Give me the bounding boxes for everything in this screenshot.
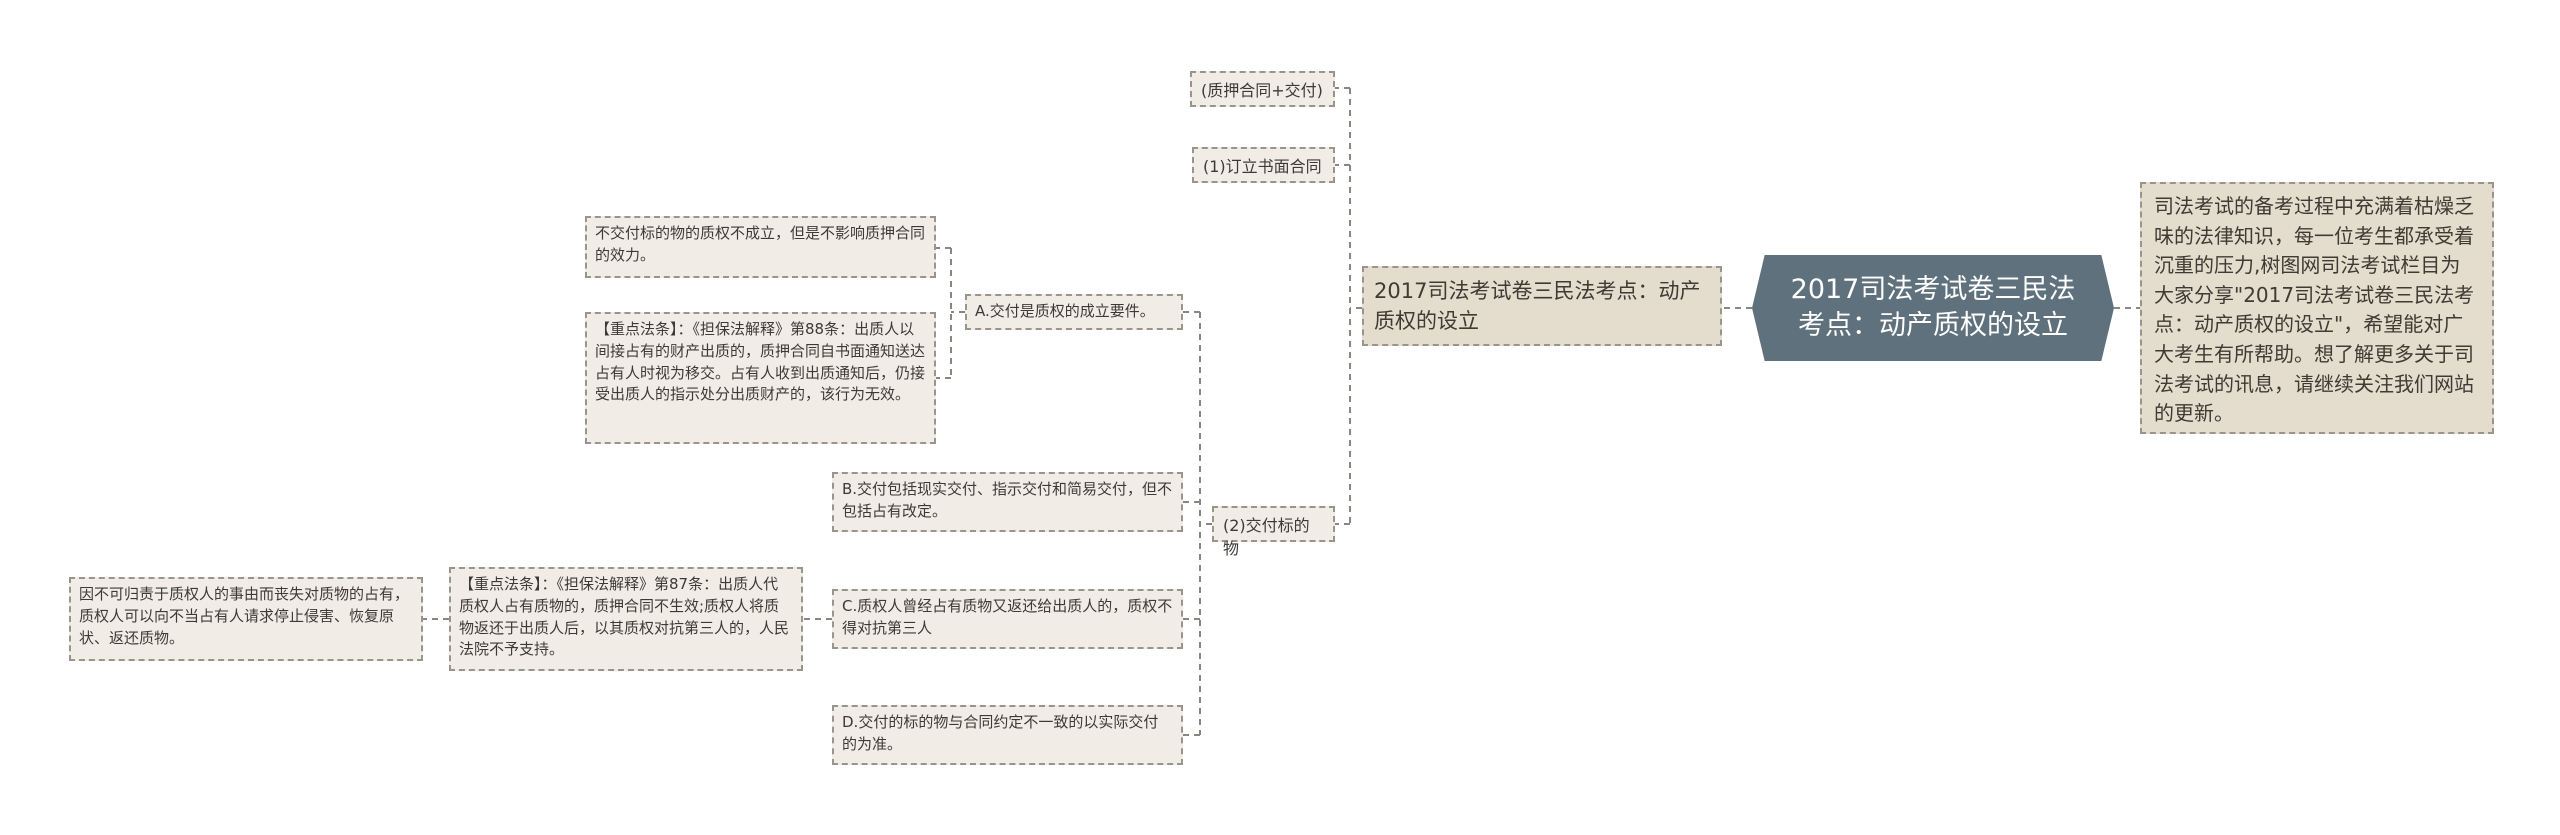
delivery-item-b[interactable]: B.交付包括现实交付、指示交付和简易交付，但不包括占有改定。 xyxy=(832,472,1183,532)
delivery-item-a[interactable]: A.交付是质权的成立要件。 xyxy=(965,294,1183,330)
link-subtopic-trunk xyxy=(1349,88,1362,524)
branch-formula-label: (质押合同+交付) xyxy=(1201,81,1323,100)
description-text: 司法考试的备考过程中充满着枯燥乏味的法律知识，每一位考生都承受着沉重的压力,树图… xyxy=(2154,194,2475,426)
delivery-item-a-label: A.交付是质权的成立要件。 xyxy=(975,302,1155,320)
delivery-item-c-label: C.质权人曾经占有质物又返还给出质人的，质权不得对抗第三人 xyxy=(842,597,1173,637)
c-detail-article-87[interactable]: 【重点法条】：《担保法解释》第87条：出质人代质权人占有质物的，质押合同不生效;… xyxy=(449,567,803,671)
a-detail-no-delivery-text: 不交付标的物的质权不成立，但是不影响质押合同的效力。 xyxy=(595,224,926,264)
a-detail-article-88-text: 【重点法条】：《担保法解释》第88条：出质人以间接占有的财产出质的，质押合同自书… xyxy=(595,320,926,404)
root-topic-label: 2017司法考试卷三民法考点：动产质权的设立 xyxy=(1790,273,2076,341)
a-detail-article-88[interactable]: 【重点法条】：《担保法解释》第88条：出质人以间接占有的财产出质的，质押合同自书… xyxy=(585,312,936,444)
branch-delivery-label: (2)交付标的物 xyxy=(1223,516,1310,559)
delivery-item-b-label: B.交付包括现实交付、指示交付和简易交付，但不包括占有改定。 xyxy=(842,480,1173,520)
branch-delivery[interactable]: (2)交付标的物 xyxy=(1212,506,1335,558)
subtopic-node[interactable]: 2017司法考试卷三民法考点：动产质权的设立 xyxy=(1362,266,1722,346)
link-a-trunk xyxy=(950,248,965,378)
a-detail-no-delivery[interactable]: 不交付标的物的质权不成立，但是不影响质押合同的效力。 xyxy=(585,216,936,278)
c-detail-loss-text: 因不可归责于质权人的事由而丧失对质物的占有，质权人可以向不当占有人请求停止侵害、… xyxy=(79,585,410,647)
branch-contract-label: (1)订立书面合同 xyxy=(1203,157,1322,176)
root-topic[interactable]: 2017司法考试卷三民法考点：动产质权的设立 xyxy=(1752,255,2114,361)
delivery-item-d-label: D.交付的标的物与合同约定不一致的以实际交付的为准。 xyxy=(842,713,1159,753)
subtopic-label: 2017司法考试卷三民法考点：动产质权的设立 xyxy=(1374,279,1701,334)
c-detail-loss[interactable]: 因不可归责于质权人的事由而丧失对质物的占有，质权人可以向不当占有人请求停止侵害、… xyxy=(69,577,423,661)
delivery-item-d[interactable]: D.交付的标的物与合同约定不一致的以实际交付的为准。 xyxy=(832,705,1183,765)
c-detail-article-87-text: 【重点法条】：《担保法解释》第87条：出质人代质权人占有质物的，质押合同不生效;… xyxy=(459,575,790,659)
delivery-item-c[interactable]: C.质权人曾经占有质物又返还给出质人的，质权不得对抗第三人 xyxy=(832,589,1183,649)
branch-contract[interactable]: (1)订立书面合同 xyxy=(1192,147,1335,183)
link-delivery-trunk xyxy=(1199,312,1212,735)
branch-formula[interactable]: (质押合同+交付) xyxy=(1190,71,1335,107)
description-node[interactable]: 司法考试的备考过程中充满着枯燥乏味的法律知识，每一位考生都承受着沉重的压力,树图… xyxy=(2140,182,2494,434)
